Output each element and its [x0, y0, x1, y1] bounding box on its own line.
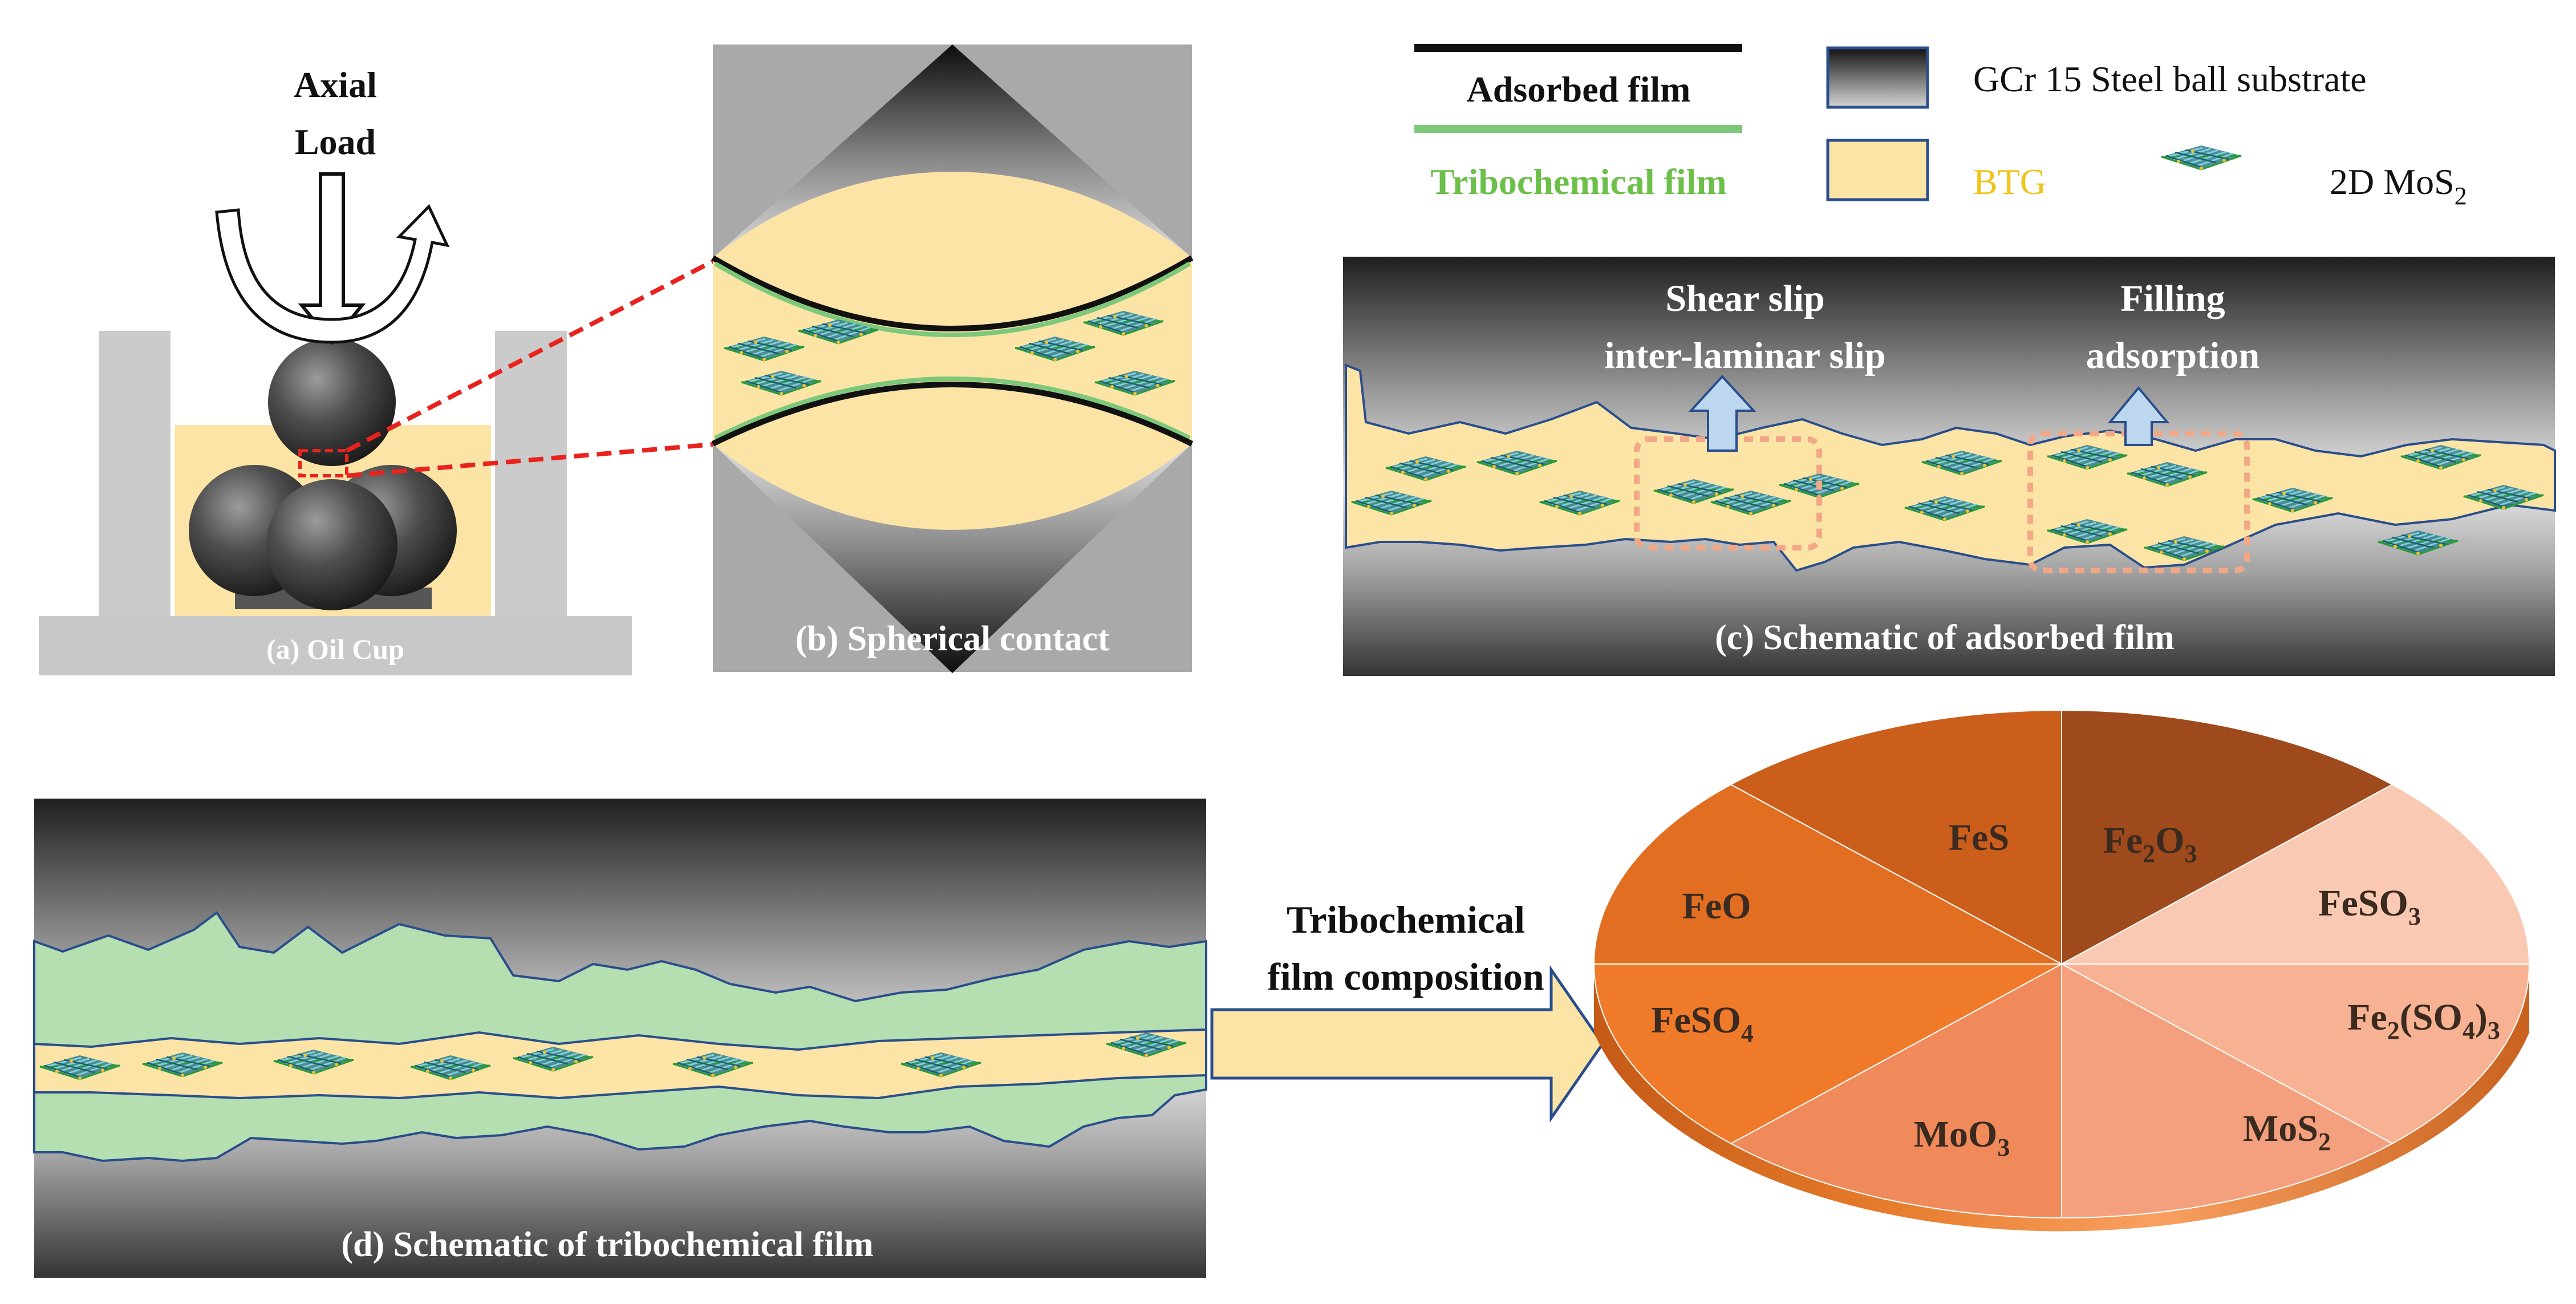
filling-label-line2: adsorption — [2086, 335, 2259, 376]
panel-d-tribochemical-film: (d) Schematic of tribochemical film — [33, 799, 1207, 1278]
cup-left-wall — [99, 331, 171, 616]
pie-slice-fe2o3 — [2061, 784, 2530, 965]
contact-zoom-box — [298, 449, 348, 477]
pie-slice-feo — [1730, 709, 2062, 965]
legend-steel-swatch — [1826, 46, 1929, 109]
panel-d-caption: (d) Schematic of tribochemical film — [341, 1225, 873, 1264]
cup-right-wall — [495, 331, 567, 616]
pie-label-moo3: MoO3 — [1914, 1113, 2010, 1161]
pie-slice-moo3 — [1593, 963, 2062, 1144]
pie-label-fe2o3: Fe2O3 — [2103, 820, 2197, 868]
panel-b-caption: (b) Spherical contact — [795, 619, 1109, 658]
legend-tribo-label: Tribochemical film — [1430, 161, 1727, 202]
panel-c-adsorbed-film: Shear slip inter-laminar slip Filling ad… — [1343, 257, 2556, 676]
pie-label-feso3: FeSO3 — [2318, 882, 2421, 930]
panel-b-spherical-contact: (b) Spherical contact — [711, 44, 1194, 673]
pie-slices — [1593, 709, 2530, 1219]
steel-ball-top — [268, 338, 396, 466]
axial-load-line1: Axial — [294, 64, 377, 105]
legend-adsorbed-label: Adsorbed film — [1467, 69, 1691, 110]
legend-steel-label: GCr 15 Steel ball substrate — [1973, 59, 2367, 99]
pie-slice-mos2 — [1730, 963, 2062, 1219]
filling-label-line1: Filling — [2120, 278, 2225, 319]
shear-label-line1: Shear slip — [1665, 278, 1824, 319]
pie-label-feo: FeO — [1682, 885, 1751, 927]
pie-slice-feso3 — [2061, 963, 2530, 1144]
lower-film-green — [714, 376, 1191, 440]
zoom-line-bottom — [346, 442, 720, 478]
lower-film-black — [711, 382, 1194, 447]
panel-a-oil-cup: Axial Load (a) Oil Cup — [39, 64, 632, 675]
zoom-line-top — [346, 256, 721, 453]
pie-slice-fes — [2061, 709, 2394, 965]
pie-label-mos2: MoS2 — [2243, 1108, 2331, 1156]
legend-btg-label: BTG — [1973, 161, 2046, 202]
arrow-label-line1: Tribochemical — [1287, 898, 1525, 941]
pie-label-fe2so43: Fe2(SO4)3 — [2347, 997, 2500, 1044]
legend: Adsorbed film Tribochemical film GCr 15 … — [1414, 44, 2467, 210]
legend-mos2-label: 2D MoS2 — [2330, 161, 2467, 210]
tribo-btg-layer — [33, 1028, 1207, 1100]
composition-arrow: Tribochemical film composition — [1210, 898, 1605, 1123]
upper-film-black — [711, 255, 1194, 331]
upper-ball — [713, 44, 1192, 258]
pie-label-fes: FeS — [1949, 817, 2009, 858]
arrow-label-line2: film composition — [1267, 955, 1544, 998]
panel-a-caption: (a) Oil Cup — [266, 633, 404, 665]
cup-base — [39, 616, 632, 675]
lower-ball — [713, 444, 1192, 673]
pie-label-feso4: FeSO4 — [1651, 999, 1754, 1047]
yellow-right-arrow — [1210, 965, 1605, 1123]
upper-film-green — [713, 261, 1191, 337]
steel-ball-center — [266, 479, 397, 610]
pie-slice-feso4 — [1593, 784, 2062, 965]
legend-btg-swatch — [1826, 139, 1929, 201]
pie-slice-fe2so43 — [2061, 963, 2394, 1219]
legend-mos2-icon — [2160, 144, 2242, 171]
rotation-arrow-icon — [215, 204, 450, 344]
shear-up-arrow — [1688, 375, 1756, 452]
btg-lubricant-gap — [713, 172, 1192, 530]
axial-load-line2: Load — [295, 122, 376, 162]
filling-up-arrow — [2107, 386, 2170, 446]
shear-label-line2: inter-laminar slip — [1604, 335, 1885, 376]
panel-c-caption: (c) Schematic of adsorbed film — [1715, 618, 2175, 657]
